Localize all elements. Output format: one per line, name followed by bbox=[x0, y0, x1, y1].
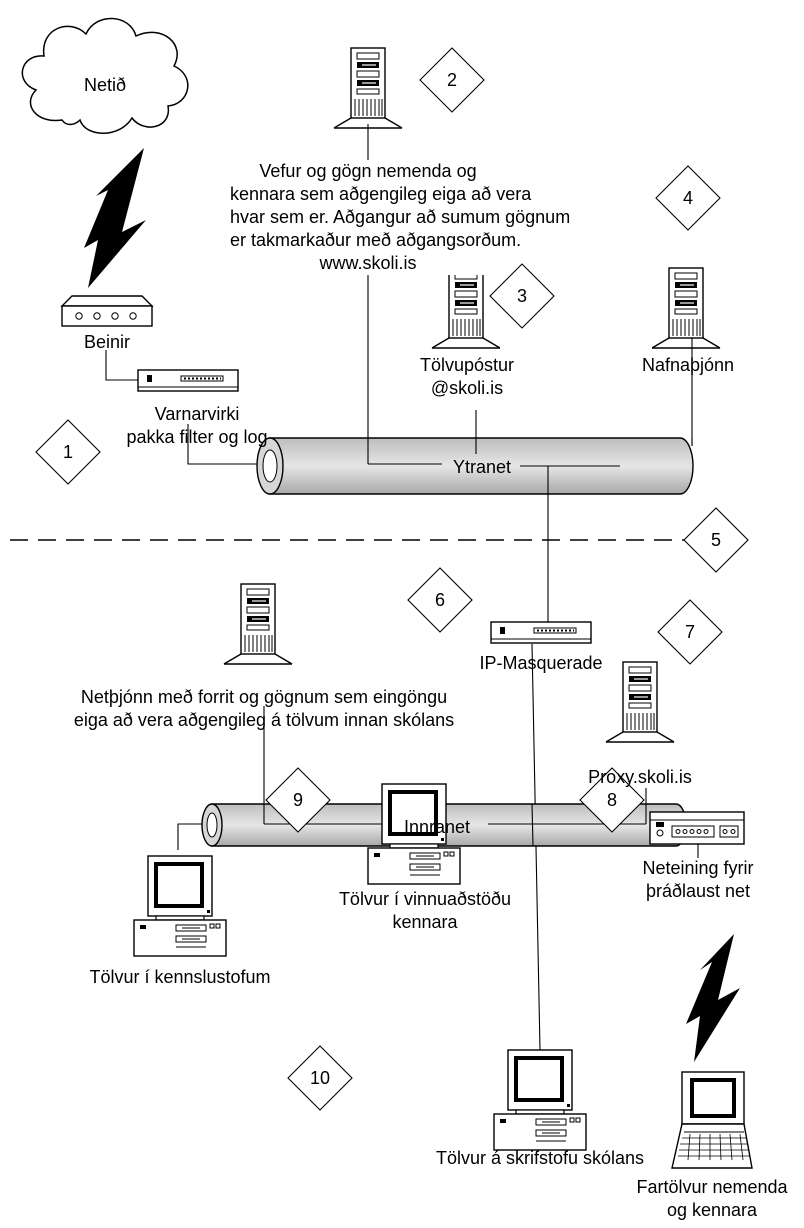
classroom-pcs-label: Tölvur í kennslustofum bbox=[89, 967, 271, 987]
marker-number-1: 1 bbox=[62, 442, 73, 462]
file-server-label: Netþjónn með forrit og gögnum sem eingön… bbox=[73, 687, 455, 730]
router-device bbox=[60, 295, 154, 327]
marker-number-3: 3 bbox=[516, 286, 527, 306]
masquerade-label: IP-Masquerade bbox=[479, 653, 603, 673]
cloud-label: Netið bbox=[83, 75, 127, 95]
classroom-pc bbox=[133, 855, 227, 957]
mail-server bbox=[431, 267, 501, 349]
marker-number-4: 4 bbox=[682, 188, 693, 208]
ytranet-pipe bbox=[256, 437, 694, 495]
name-server bbox=[651, 267, 721, 349]
proxy-server bbox=[605, 661, 675, 743]
wireless-lightning-bolt bbox=[686, 934, 740, 1062]
marker-number-8: 8 bbox=[606, 790, 617, 810]
firewall-label: Varnarvirki pakka filter og log bbox=[126, 404, 268, 447]
mail-server-label: Tölvupóstur @skoli.is bbox=[419, 355, 515, 398]
innranet-pipe bbox=[201, 803, 687, 847]
proxy-label: Proxy.skoli.is bbox=[588, 767, 692, 787]
laptops-label: Fartölvur nemenda og kennara bbox=[636, 1177, 788, 1220]
internet-cloud bbox=[21, 17, 189, 134]
office-pc bbox=[493, 1049, 587, 1151]
inner-network-label: Innranet bbox=[403, 817, 471, 837]
laptop-device bbox=[671, 1071, 753, 1169]
office-pcs-label: Tölvur á skrifstofu skólans bbox=[435, 1148, 645, 1168]
teacher-pcs-label: Tölvur í vinnuaðstöðu kennara bbox=[338, 889, 512, 932]
outer-network-label: Ytranet bbox=[452, 457, 512, 477]
masquerade-device bbox=[490, 621, 592, 644]
marker-number-9: 9 bbox=[292, 790, 303, 810]
marker-number-10: 10 bbox=[309, 1068, 331, 1088]
marker-number-2: 2 bbox=[446, 70, 457, 90]
web-server bbox=[333, 47, 403, 129]
marker-number-5: 5 bbox=[710, 530, 721, 550]
file-server bbox=[223, 583, 293, 665]
firewall-device bbox=[137, 369, 239, 392]
marker-number-7: 7 bbox=[684, 622, 695, 642]
wan-lightning-bolt bbox=[84, 148, 146, 288]
wireless-unit-label: Neteining fyrir þráðlaust net bbox=[642, 858, 754, 901]
router-label: Beinir bbox=[83, 332, 131, 352]
name-server-label: Nafnaþjónn bbox=[641, 355, 735, 375]
web-server-label: Vefur og gögn nemenda og kennara sem aðg… bbox=[228, 160, 571, 275]
wireless-unit bbox=[649, 811, 745, 845]
marker-number-6: 6 bbox=[434, 590, 445, 610]
